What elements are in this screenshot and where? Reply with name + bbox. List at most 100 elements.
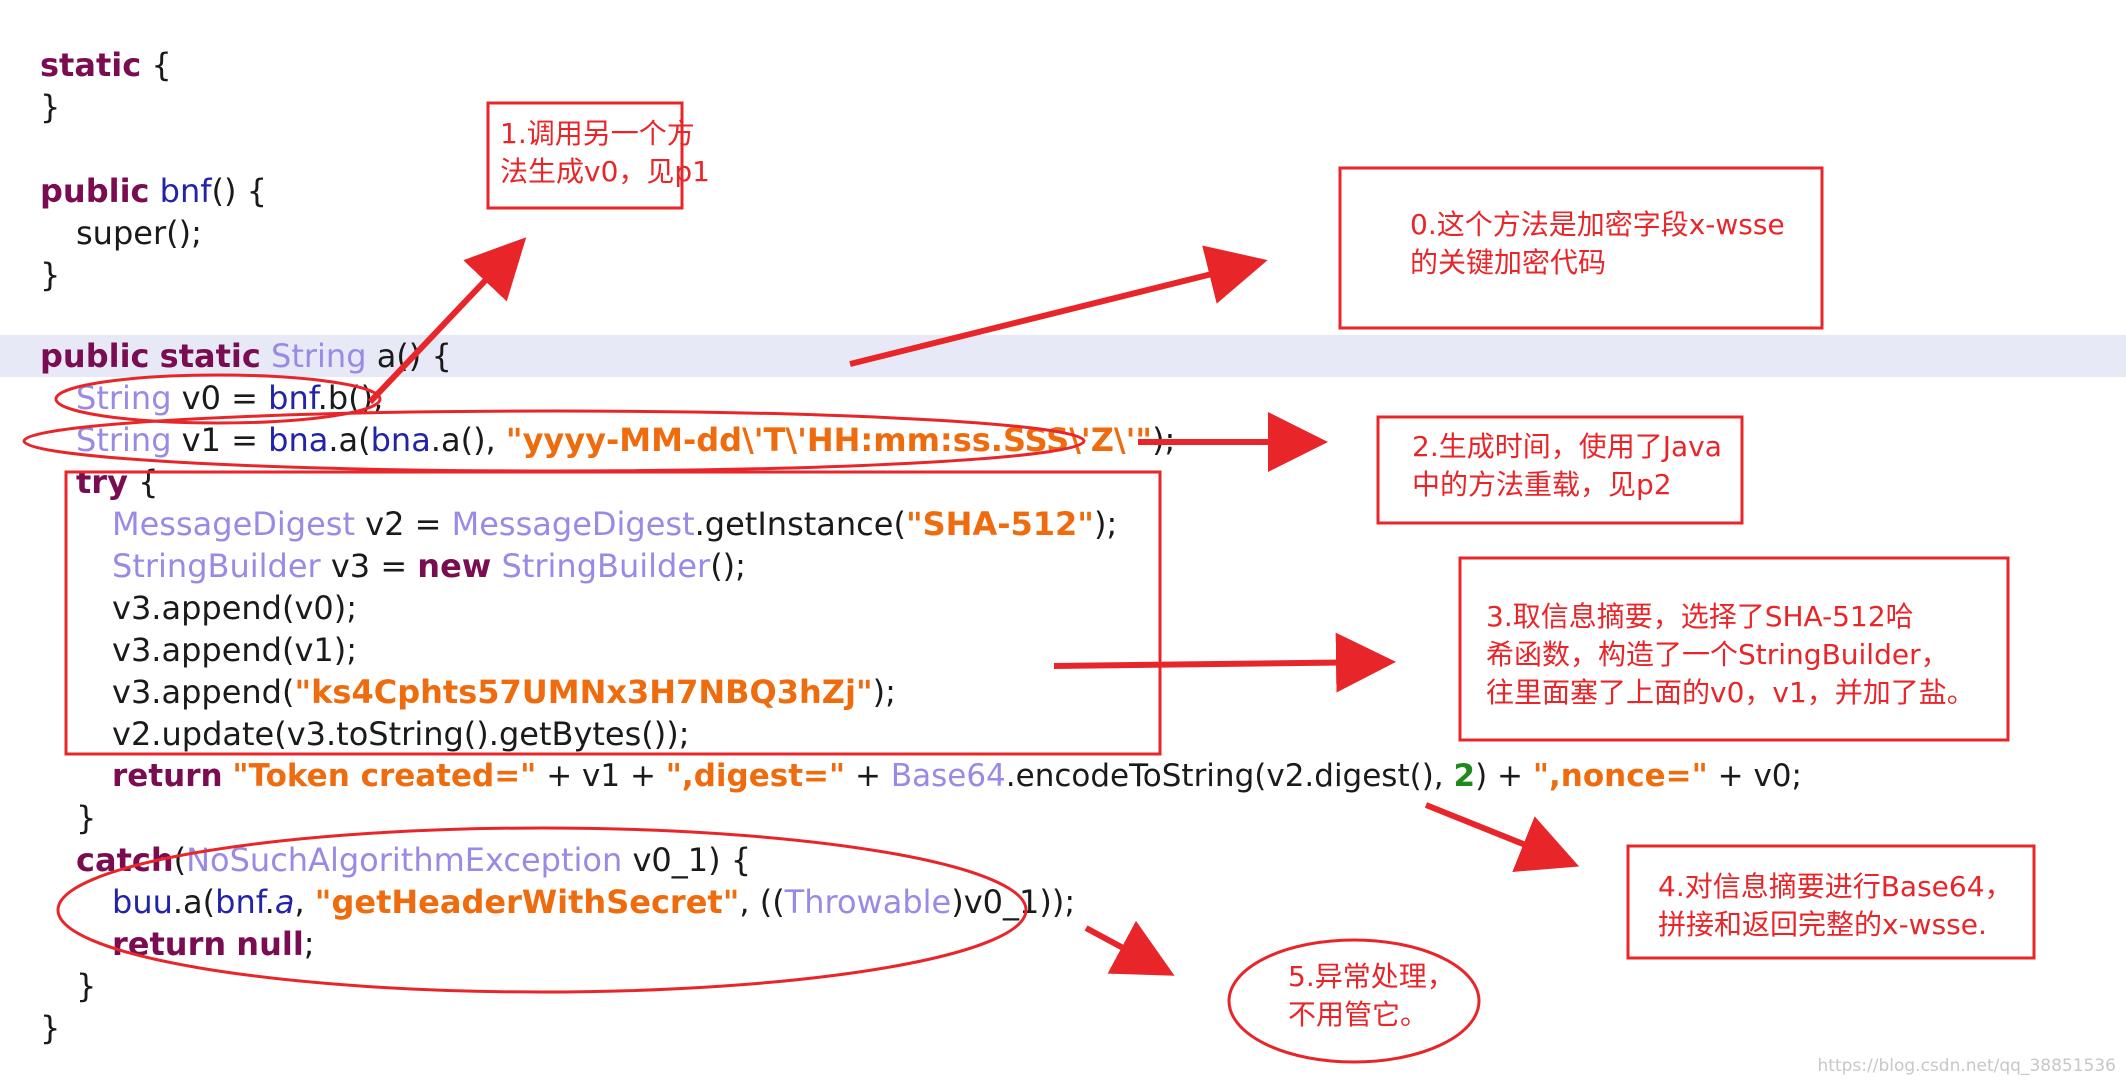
code-text: } <box>76 799 97 837</box>
keyword: return <box>112 925 227 963</box>
note-5: 5.异常处理， 不用管它。 <box>1288 958 1455 1034</box>
type-name: String <box>76 421 172 459</box>
code-line: static { <box>40 44 172 86</box>
note-3-line: 3.取信息摘要，选择了SHA-512哈 <box>1486 600 1914 633</box>
code-text: } <box>76 967 97 1005</box>
code-text: + v0; <box>1707 758 1802 794</box>
code-text: ) + <box>1475 758 1533 794</box>
code-line: } <box>40 86 60 128</box>
note-4: 4.对信息摘要进行Base64， 拼接和返回完整的x-wsse. <box>1658 868 2013 944</box>
code-text: .a( <box>328 421 371 459</box>
type-name: MessageDigest <box>112 505 355 543</box>
code-text: .a( <box>172 883 216 921</box>
identifier: bna <box>268 421 329 459</box>
code-text <box>491 547 501 585</box>
note-5-line: 5.异常处理， <box>1288 960 1455 993</box>
type-name: StringBuilder <box>501 547 711 585</box>
note-1-line: 法生成v0，见p1 <box>500 155 710 188</box>
identifier: bna <box>370 421 431 459</box>
code-text: } <box>40 1009 61 1047</box>
code-line: v3.append(v0); <box>112 587 357 629</box>
code-text: .a(), <box>430 421 506 459</box>
note-5-line: 不用管它。 <box>1288 998 1429 1031</box>
code-text: )v0_1)); <box>951 883 1076 921</box>
note-1-line: 1.调用另一个方 <box>500 117 695 150</box>
code-text: v0 = <box>171 379 269 417</box>
note-3: 3.取信息摘要，选择了SHA-512哈 希函数，构造了一个StringBuild… <box>1486 598 1975 712</box>
keyword: static <box>40 46 142 84</box>
note-2: 2.生成时间，使用了Java 中的方法重载，见p2 <box>1412 428 1722 504</box>
string-literal: ",nonce=" <box>1532 758 1708 794</box>
code-line: catch(NoSuchAlgorithmException v0_1) { <box>76 839 751 881</box>
note-3-line: 希函数，构造了一个StringBuilder， <box>1486 638 1949 671</box>
note-4-line: 拼接和返回完整的x-wsse. <box>1658 908 1987 941</box>
identifier: bnf <box>268 379 318 417</box>
keyword: catch <box>76 841 174 879</box>
code-line: MessageDigest v2 = MessageDigest.getInst… <box>112 503 1117 545</box>
note-0-line: 的关键加密代码 <box>1410 246 1607 279</box>
code-text: + <box>845 758 891 794</box>
code-text: v2 = <box>355 505 452 543</box>
identifier: bnf <box>215 883 265 921</box>
note-2-line: 2.生成时间，使用了Java <box>1412 430 1722 463</box>
note-3-line: 往里面塞了上面的v0，v1，并加了盐。 <box>1486 676 1975 709</box>
code-text: ); <box>1152 421 1176 459</box>
code-text: ); <box>872 673 896 711</box>
keyword: public <box>40 337 150 375</box>
code-text: { <box>127 463 159 501</box>
code-text: v3 = <box>320 547 418 585</box>
string-literal: "getHeaderWithSecret" <box>314 883 740 921</box>
type-name: Base64 <box>890 758 1006 794</box>
code-line: public static String a() { <box>40 335 452 377</box>
code-line: return null; <box>112 923 315 965</box>
code-text: ; <box>303 925 315 963</box>
code-text: ( <box>173 841 187 879</box>
watermark: https://blog.csdn.net/qq_38851536 <box>1817 1056 2116 1076</box>
type-name: String <box>271 337 367 375</box>
note-1: 1.调用另一个方 法生成v0，见p1 <box>500 115 710 191</box>
code-text: (); <box>710 547 746 585</box>
note-4-line: 4.对信息摘要进行Base64， <box>1658 870 2013 903</box>
keyword: null <box>236 925 304 963</box>
code-text: v3.append(v0); <box>112 589 358 627</box>
keyword: public <box>40 172 150 210</box>
code-text: a() { <box>366 337 452 375</box>
number-literal: 2 <box>1453 758 1476 794</box>
code-line: String v1 = bna.a(bna.a(), "yyyy-MM-dd\'… <box>76 419 1175 461</box>
note-0: 0.这个方法是加密字段x-wsse 的关键加密代码 <box>1410 206 1785 282</box>
code-text: } <box>40 88 61 126</box>
keyword: static <box>159 337 261 375</box>
note-0-line: 0.这个方法是加密字段x-wsse <box>1410 208 1785 241</box>
code-text: v2.update(v3.toString().getBytes()); <box>112 715 690 753</box>
code-text: () { <box>211 172 268 210</box>
string-literal: "SHA-512" <box>905 505 1094 543</box>
code-text <box>223 758 233 794</box>
note-2-line: 中的方法重载，见p2 <box>1412 468 1672 501</box>
code-text: { <box>141 46 172 84</box>
code-line: } <box>40 254 60 296</box>
identifier: bnf <box>159 172 212 210</box>
code-text: + v1 + <box>536 758 666 794</box>
code-line: public bnf() { <box>40 170 267 212</box>
code-line: StringBuilder v3 = new StringBuilder(); <box>112 545 746 587</box>
code-text: . <box>264 883 275 921</box>
string-literal: "Token created=" <box>232 758 537 794</box>
code-line: v3.append(v1); <box>112 629 357 671</box>
code-line: } <box>76 965 96 1007</box>
code-text: } <box>40 256 61 294</box>
type-name: MessageDigest <box>451 505 695 543</box>
code-line: v2.update(v3.toString().getBytes()); <box>112 713 690 755</box>
code-text: super(); <box>76 214 202 252</box>
code-line: return "Token created=" + v1 + ",digest=… <box>112 755 1802 797</box>
type-name: NoSuchAlgorithmException <box>186 841 623 879</box>
code-text <box>226 925 236 963</box>
keyword: return <box>112 758 223 794</box>
code-text: v0_1) { <box>622 841 752 879</box>
type-name: String <box>76 379 172 417</box>
identifier: a <box>274 883 295 921</box>
string-literal: ",digest=" <box>665 758 846 794</box>
code-text: v3.append( <box>112 673 295 711</box>
code-line: } <box>40 1007 60 1049</box>
code-text: , <box>294 883 315 921</box>
string-literal: "ks4Cphts57UMNx3H7NBQ3hZj" <box>294 673 873 711</box>
